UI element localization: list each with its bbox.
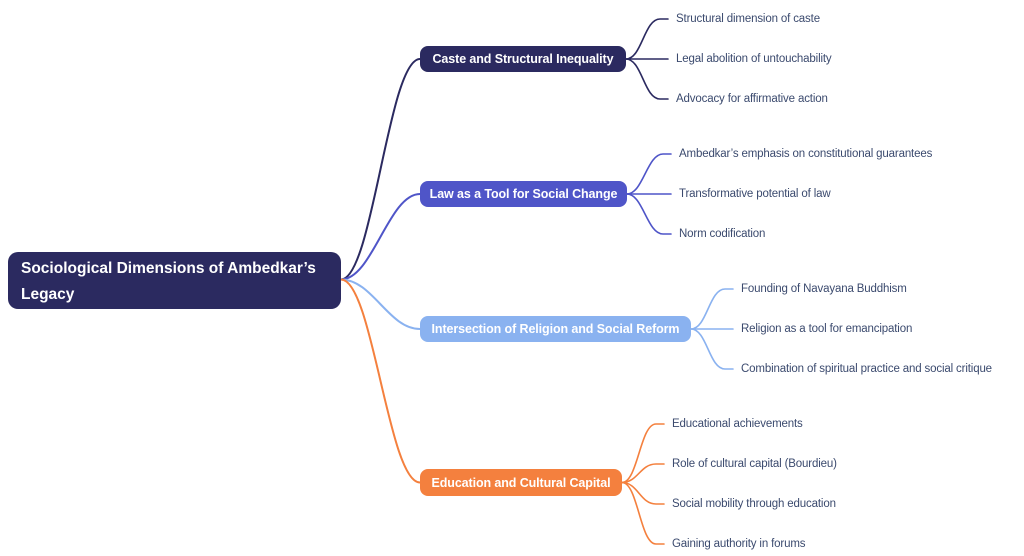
leaf-label-3-3[interactable]: Gaining authority in forums (672, 538, 806, 550)
connector-path (626, 153, 672, 195)
leaf-label-1-0[interactable]: Ambedkar’s emphasis on constitutional gu… (679, 148, 933, 160)
leaf-label-2-2[interactable]: Combination of spiritual practice and so… (741, 363, 992, 375)
leaf-label-0-2[interactable]: Advocacy for affirmative action (676, 93, 828, 105)
leaf-label-3-2[interactable]: Social mobility through education (672, 498, 836, 510)
leaf-label-2-1[interactable]: Religion as a tool for emancipation (741, 323, 913, 335)
connector-path (625, 18, 669, 60)
connector-path (621, 481, 665, 545)
leaf-label-3-0[interactable]: Educational achievements (672, 418, 803, 430)
connector-path (690, 328, 734, 370)
connector-path (621, 463, 665, 484)
connector-path (340, 193, 421, 281)
connector-path (690, 288, 734, 330)
connector-path (625, 58, 669, 100)
branch-node-0[interactable]: Caste and Structural Inequality (420, 46, 626, 72)
connector-path (621, 423, 665, 484)
leaf-label-3-1[interactable]: Role of cultural capital (Bourdieu) (672, 458, 837, 470)
connector-path (626, 193, 672, 235)
connector-path (340, 58, 421, 281)
branch-node-1[interactable]: Law as a Tool for Social Change (420, 181, 627, 207)
leaf-label-1-1[interactable]: Transformative potential of law (679, 188, 831, 200)
root-node[interactable]: Sociological Dimensions of Ambedkar’s Le… (8, 252, 341, 309)
leaf-label-0-1[interactable]: Legal abolition of untouchability (676, 53, 832, 65)
leaf-label-2-0[interactable]: Founding of Navayana Buddhism (741, 283, 907, 295)
branch-node-2[interactable]: Intersection of Religion and Social Refo… (420, 316, 691, 342)
branch-node-3[interactable]: Education and Cultural Capital (420, 469, 622, 496)
leaf-label-0-0[interactable]: Structural dimension of caste (676, 13, 820, 25)
connector-path (340, 278, 421, 484)
leaf-label-1-2[interactable]: Norm codification (679, 228, 766, 240)
connector-path (621, 481, 665, 505)
connector-path (340, 278, 421, 330)
